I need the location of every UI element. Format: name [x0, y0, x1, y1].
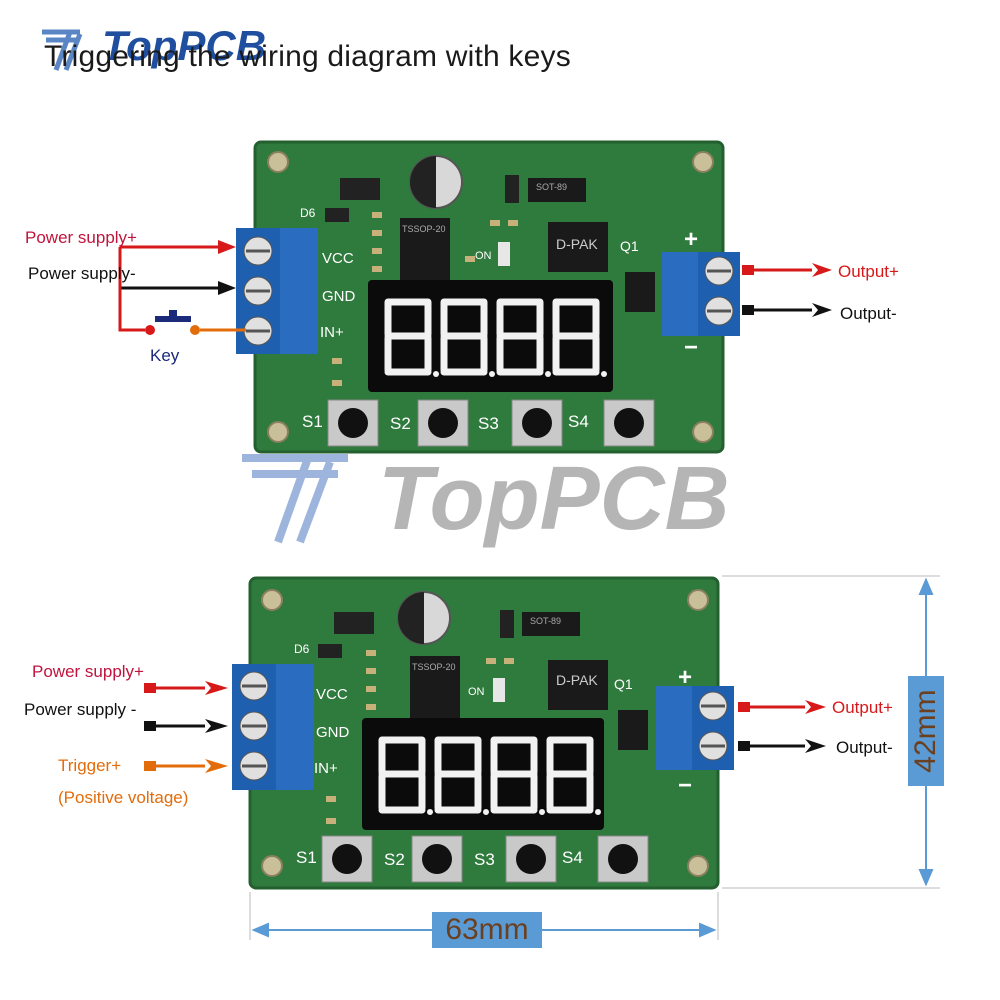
push-button-s4	[597, 835, 649, 883]
label-on: ON	[468, 686, 485, 698]
label-s2: S2	[390, 414, 411, 433]
logo-small-text: TopPCB	[102, 22, 267, 69]
wire-power-plus	[144, 681, 228, 695]
push-button-s2	[411, 835, 463, 883]
page-title: Triggering the wiring diagram with keys	[44, 40, 571, 73]
label-trigger-note: (Positive voltage)	[58, 788, 189, 807]
mount-hole	[267, 421, 289, 443]
key-switch-icon	[145, 310, 200, 335]
wire-output-plus	[742, 263, 832, 277]
label-tssop: TSSOP-20	[412, 662, 456, 672]
label-in-plus: IN+	[314, 760, 338, 777]
input-terminal-block	[232, 664, 314, 790]
bottom-board-diagram	[144, 575, 940, 940]
logo-mark-icon	[42, 29, 83, 71]
dimension-height-label: 42mm	[909, 689, 942, 773]
mount-hole	[261, 855, 283, 877]
label-vcc: VCC	[322, 250, 354, 267]
diode-chip	[340, 178, 380, 200]
dimension-width-label: 63mm	[432, 912, 542, 948]
label-d6: D6	[300, 206, 316, 220]
label-in-plus: IN+	[320, 324, 344, 341]
label-gnd: GND	[322, 288, 356, 305]
wire-key	[118, 247, 145, 332]
display-digit-4	[552, 298, 600, 376]
label-on: ON	[475, 250, 492, 262]
label-vcc: VCC	[316, 686, 348, 703]
tssop-ic	[400, 218, 450, 282]
dpak-chip	[548, 222, 608, 272]
label-s3: S3	[474, 850, 495, 869]
label-key: Key	[150, 346, 180, 365]
mount-hole	[692, 421, 714, 443]
label-q1: Q1	[620, 238, 639, 254]
label-dpak: D-PAK	[556, 672, 598, 688]
tssop-ic	[410, 656, 460, 720]
sot-chip	[528, 178, 586, 202]
label-gnd: GND	[316, 724, 350, 741]
label-output-minus: Output-	[840, 304, 897, 323]
label-s1: S1	[302, 412, 323, 431]
label-power-supply-minus: Power supply -	[24, 700, 137, 719]
mount-hole	[267, 151, 289, 173]
label-s3: S3	[478, 414, 499, 433]
mount-hole	[692, 151, 714, 173]
display-digit-2	[434, 736, 482, 814]
output-terminal-block	[662, 252, 740, 336]
wire-output-minus	[738, 739, 826, 753]
sot-chip	[522, 612, 580, 636]
push-button-s3	[511, 399, 563, 447]
mount-hole	[261, 589, 283, 611]
label-output-plus: Output+	[838, 262, 899, 281]
push-button-s4	[603, 399, 655, 447]
label-dpak: D-PAK	[556, 236, 598, 252]
label-power-supply-plus: Power supply+	[25, 228, 137, 247]
wire-trigger	[144, 759, 228, 773]
mount-hole	[687, 855, 709, 877]
label-output-plus: Output+	[832, 698, 893, 717]
label-output-minus: Output-	[836, 738, 893, 757]
label-s1: S1	[296, 848, 317, 867]
display-digit-1	[384, 298, 432, 376]
wire-output-plus	[738, 700, 826, 714]
dpak-chip	[548, 660, 608, 710]
label-s4: S4	[568, 412, 589, 431]
label-sot: SOT-89	[536, 182, 568, 192]
logo-watermark-text: TopPCB	[378, 449, 730, 549]
logo-watermark-icon	[242, 454, 348, 544]
input-terminal-block	[236, 228, 318, 354]
wire-power-minus	[144, 719, 228, 733]
output-terminal-block	[656, 686, 734, 770]
diode-chip	[334, 612, 374, 634]
logo-watermark: TopPCB	[238, 448, 730, 553]
display-digit-2	[440, 298, 488, 376]
label-s4: S4	[562, 848, 583, 867]
dimension-height-badge: 42mm	[908, 676, 944, 786]
push-button-s2	[417, 399, 469, 447]
logo-small: TopPCB	[40, 22, 266, 79]
label-power-supply-minus: Power supply-	[28, 264, 136, 283]
mount-hole	[687, 589, 709, 611]
label-d6: D6	[294, 642, 310, 656]
push-button-s3	[505, 835, 557, 883]
label-plus: +	[684, 226, 699, 253]
top-board-diagram	[118, 140, 832, 454]
label-minus: −	[678, 772, 693, 799]
label-sot: SOT-89	[530, 616, 562, 626]
display-digit-3	[496, 298, 544, 376]
display-digit-1	[378, 736, 426, 814]
push-button-s1	[321, 835, 373, 883]
push-button-s1	[327, 399, 379, 447]
label-minus: −	[684, 334, 699, 361]
label-power-supply-plus: Power supply+	[32, 662, 144, 681]
display-digit-4	[546, 736, 594, 814]
label-s2: S2	[384, 850, 405, 869]
label-q1: Q1	[614, 676, 633, 692]
display-digit-3	[490, 736, 538, 814]
wire-output-minus	[742, 303, 832, 317]
label-plus: +	[678, 664, 693, 691]
label-trigger: Trigger+	[58, 756, 122, 775]
label-tssop: TSSOP-20	[402, 224, 446, 234]
